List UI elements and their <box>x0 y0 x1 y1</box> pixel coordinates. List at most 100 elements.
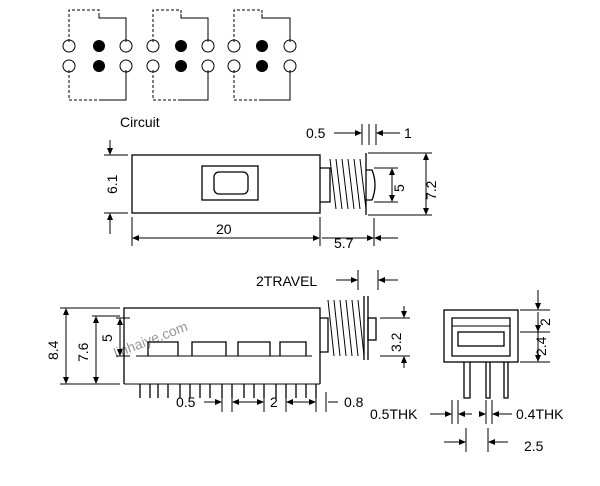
dim-arrow <box>107 148 113 155</box>
dim-2-end: 2 <box>537 318 553 326</box>
dim-3-2: 3.2 <box>388 332 404 352</box>
end-pin <box>503 362 509 399</box>
dim-arrow <box>355 130 362 136</box>
inner-contact <box>191 341 227 356</box>
dim-arrow <box>215 399 222 405</box>
circuit-dashed-link <box>152 70 181 101</box>
dim-arrow <box>313 235 320 241</box>
dim-arrow <box>423 153 429 160</box>
dim-arrow <box>367 235 374 241</box>
dim-7-2: 7.2 <box>423 180 439 200</box>
circuit-contact-open <box>119 59 133 73</box>
dim-arrow <box>401 311 407 318</box>
dim-8-4: 8.4 <box>45 340 61 360</box>
dim-arrow <box>423 208 429 215</box>
dim-arrow <box>93 316 99 323</box>
dim-arrow <box>535 325 541 332</box>
circuit-contact-common <box>93 60 105 72</box>
dim-arrow <box>459 439 466 445</box>
dim-arrow <box>479 411 486 417</box>
spring-housing <box>320 167 331 203</box>
dim-arrow <box>389 195 395 202</box>
circuit-contact-open <box>283 39 297 53</box>
circuit-contact-open <box>227 59 241 73</box>
dim-arrow <box>374 235 381 241</box>
dim-arrow <box>401 356 407 363</box>
end-body <box>443 309 519 363</box>
dim-2-4: 2.4 <box>533 336 549 356</box>
dim-5-7: 5.7 <box>334 235 354 251</box>
dim-2-5: 2.5 <box>524 438 544 454</box>
circuit-solid-link <box>99 70 127 101</box>
circuit-contact-common <box>175 40 187 52</box>
circuit-contact-open <box>283 59 297 73</box>
circuit-diagram: Circuit <box>62 9 297 130</box>
dim-arrow <box>351 277 358 283</box>
circuit-contact-common <box>256 60 268 72</box>
circuit-solid-link <box>98 14 127 42</box>
end-view: 2 2.4 0.5THK 0.4THK 2.5 <box>370 290 564 454</box>
circuit-solid-link <box>261 14 291 42</box>
dim-arrow <box>389 168 395 175</box>
circuit-contact-open <box>146 39 160 53</box>
dim-arrow <box>376 130 383 136</box>
dim-arrow <box>107 213 113 220</box>
dim-arrow <box>257 399 264 405</box>
side-view: 8.4 7.6 5 3.2 <box>45 296 410 412</box>
circuit-contact-open <box>201 39 215 53</box>
dim-5-side: 5 <box>99 334 115 342</box>
dim-1: 1 <box>404 125 412 141</box>
slider-window <box>201 165 259 201</box>
dim-20: 20 <box>216 221 232 237</box>
terminal-pins <box>139 384 317 398</box>
actuator-tip <box>366 169 376 201</box>
travel-dimension: 2TRAVEL <box>256 270 398 290</box>
dim-5-top: 5 <box>391 184 407 192</box>
spring-coil <box>327 299 365 357</box>
circuit-contact-open <box>119 39 133 53</box>
end-pin <box>463 362 471 399</box>
circuit-solid-link <box>180 14 209 42</box>
dim-arrow <box>488 439 495 445</box>
circuit-contact-common <box>175 60 187 72</box>
dim-arrow <box>132 235 139 241</box>
dim-2-bottom: 2 <box>270 394 278 410</box>
dim-arrow <box>93 377 99 384</box>
slider-knob <box>213 171 249 195</box>
circuit-contact-common <box>93 40 105 52</box>
spring-coil <box>329 158 367 210</box>
circuit-solid-link <box>181 70 209 101</box>
dim-arrow <box>63 377 69 384</box>
dim-arrow <box>445 411 452 417</box>
dim-arrow <box>232 399 239 405</box>
actuator-tip <box>367 317 377 341</box>
dim-7-6: 7.6 <box>75 342 91 362</box>
dim-6-1: 6.1 <box>104 174 120 194</box>
circuit-label: Circuit <box>120 114 160 130</box>
circuit-dashed-link <box>233 70 262 101</box>
circuit-dashed-link <box>68 9 100 42</box>
dim-0-4-thk: 0.4THK <box>516 406 564 422</box>
side-body-outline <box>123 307 321 384</box>
end-inner-frame <box>451 317 511 357</box>
dim-0-8: 0.8 <box>344 394 364 410</box>
inner-contact <box>279 341 307 356</box>
dim-travel: 2TRAVEL <box>256 273 317 289</box>
circuit-contact-open <box>62 59 76 73</box>
circuit-dashed-link <box>152 9 182 42</box>
dim-arrow <box>117 349 123 356</box>
inner-contact <box>237 341 271 356</box>
spring-housing <box>320 317 329 353</box>
top-view: 0.5 1 6.1 5 7.2 20 <box>104 124 439 251</box>
circuit-contact-open <box>146 59 160 73</box>
end-actuator <box>457 331 505 347</box>
dim-arrow <box>117 318 123 325</box>
circuit-dashed-link <box>68 70 99 101</box>
dim-arrow <box>535 355 541 362</box>
dim-arrow <box>535 303 541 310</box>
circuit-contact-open <box>227 39 241 53</box>
dim-arrow <box>286 399 293 405</box>
circuit-contact-common <box>256 40 268 52</box>
end-pin <box>485 362 491 399</box>
